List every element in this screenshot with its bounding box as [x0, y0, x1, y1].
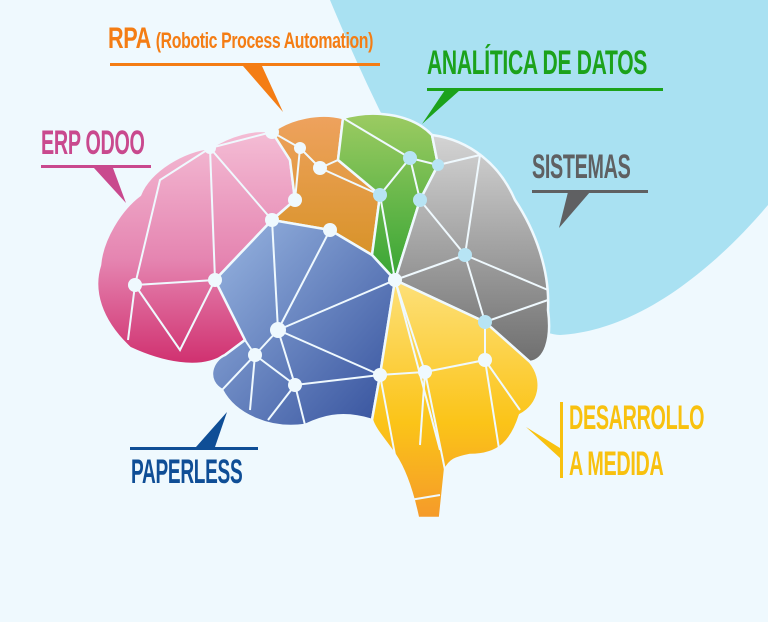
label-paperless: PAPERLESS [131, 453, 243, 491]
callout-sistemas [532, 190, 648, 228]
callout-erp [41, 165, 151, 203]
label-desarrollo-line1: DESARROLLO [569, 399, 705, 437]
label-rpa-subtitle: (Robotic Process Automation) [155, 28, 374, 53]
label-analitica-de-datos: ANALÍTICA DE DATOS [427, 44, 648, 82]
label-sistemas: SISTEMAS [532, 148, 631, 186]
background-curve [330, 0, 768, 335]
label-erp-odoo: ERP ODOO [41, 124, 145, 162]
label-desarrollo-line2: A MEDIDA [569, 445, 664, 483]
region-paperless [210, 218, 397, 428]
callout-paperless [130, 412, 258, 450]
region-sistemas [393, 133, 551, 364]
label-rpa-title: RPA [108, 22, 151, 55]
network-nodes [128, 125, 492, 392]
callout-desarrollo [526, 402, 563, 478]
callout-rpa [110, 63, 380, 112]
callout-analitica [422, 88, 663, 124]
label-rpa: RPA (Robotic Process Automation) [108, 24, 373, 54]
